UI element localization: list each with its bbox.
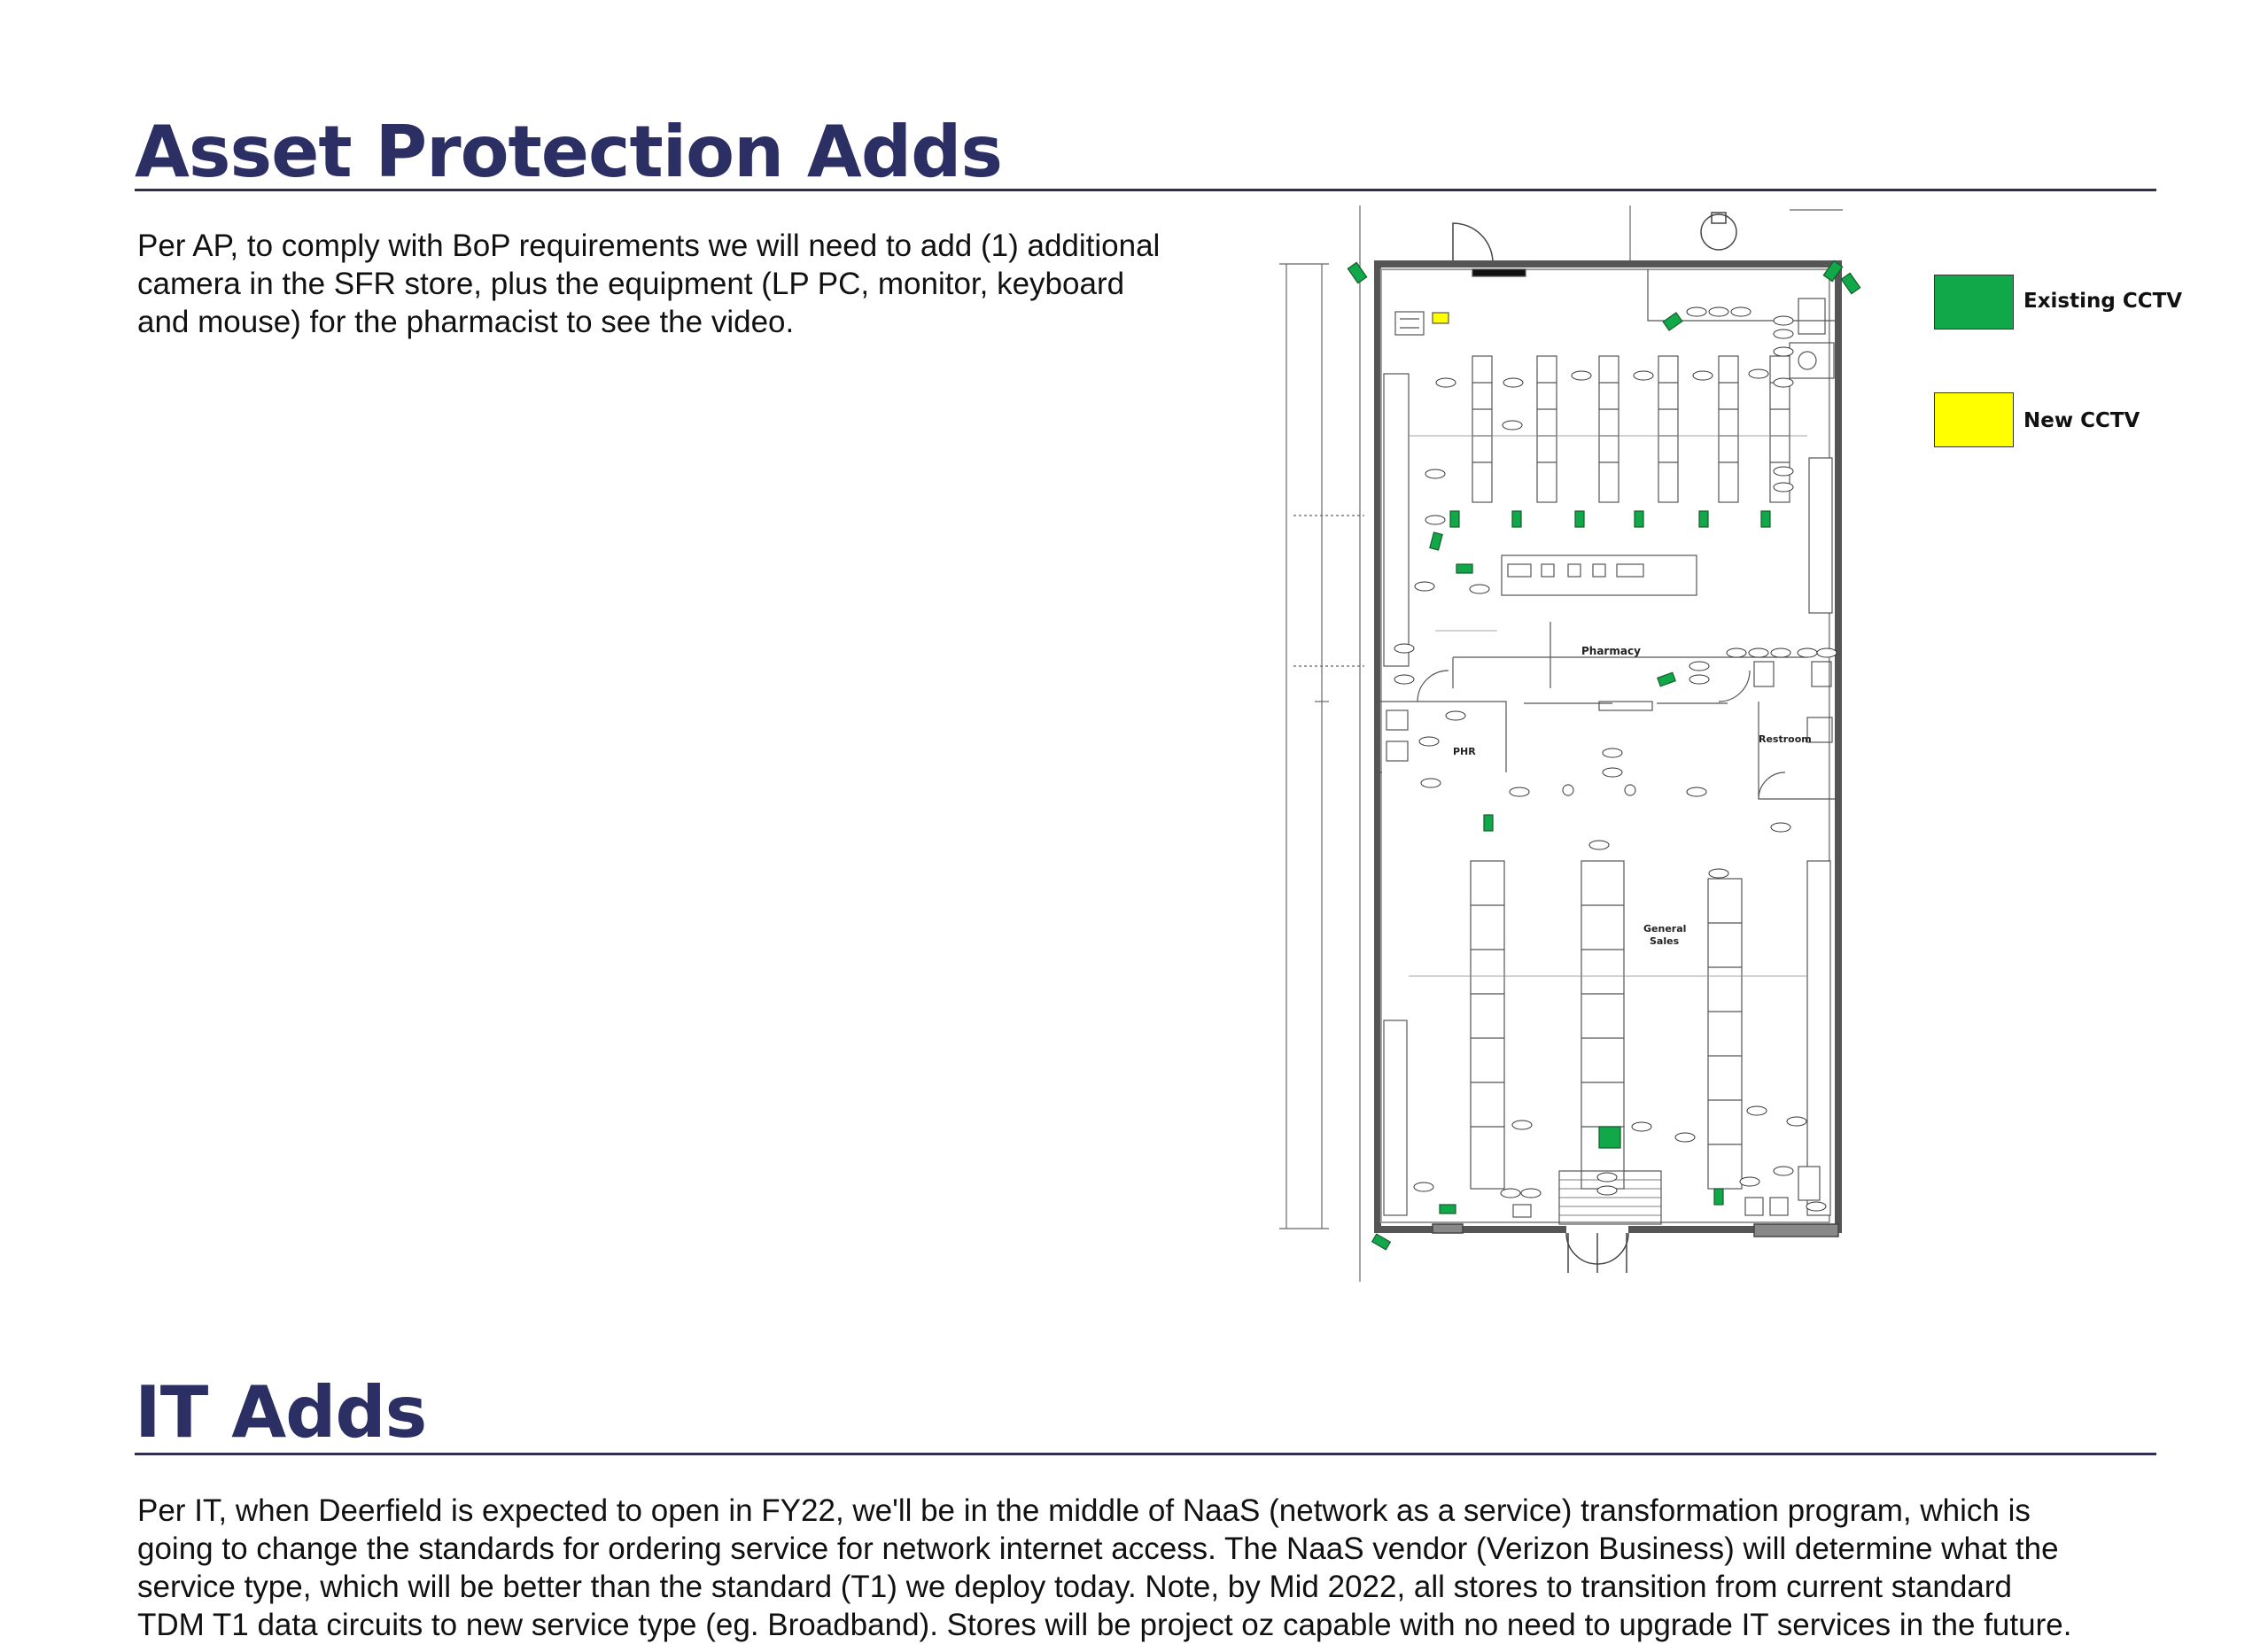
section-title-it-adds: IT Adds	[135, 1371, 427, 1454]
paragraph-line: and mouse) for the pharmacist to see the…	[137, 305, 795, 339]
legend-existing-label: Existing CCTV	[2023, 290, 2183, 313]
legend-new-label: New CCTV	[2023, 409, 2140, 432]
asset-protection-paragraph: Per AP, to comply with BoP requirements …	[137, 227, 1245, 341]
room-label-restroom: Restroom	[1759, 733, 1812, 745]
paragraph-line: going to change the standards for orderi…	[137, 1532, 2059, 1566]
paragraph-line: TDM T1 data circuits to new service type…	[137, 1608, 2072, 1642]
store-floor-plan: Pharmacy PHR Restroom General Sales	[1276, 206, 1880, 1282]
paragraph-line: camera in the SFR store, plus the equipm…	[137, 267, 1125, 301]
new-cctv-camera-marker	[1432, 312, 1449, 324]
paragraph-line: service type, which will be better than …	[137, 1570, 2012, 1604]
section-title-asset-protection: Asset Protection Adds	[135, 111, 1003, 193]
legend-new-swatch	[1934, 392, 2014, 447]
legend-existing-swatch	[1934, 275, 2014, 330]
paragraph-line: Per AP, to comply with BoP requirements …	[137, 229, 1161, 263]
room-label-pharmacy: Pharmacy	[1581, 645, 1641, 657]
section-divider	[135, 1453, 2156, 1455]
room-label-phr: PHR	[1453, 746, 1476, 757]
paragraph-line: Per IT, when Deerfield is expected to op…	[137, 1493, 2031, 1528]
room-label-sales: Sales	[1650, 935, 1680, 947]
it-adds-paragraph: Per IT, when Deerfield is expected to op…	[137, 1492, 2175, 1644]
room-label-general: General	[1643, 923, 1686, 934]
section-divider	[135, 189, 2156, 191]
